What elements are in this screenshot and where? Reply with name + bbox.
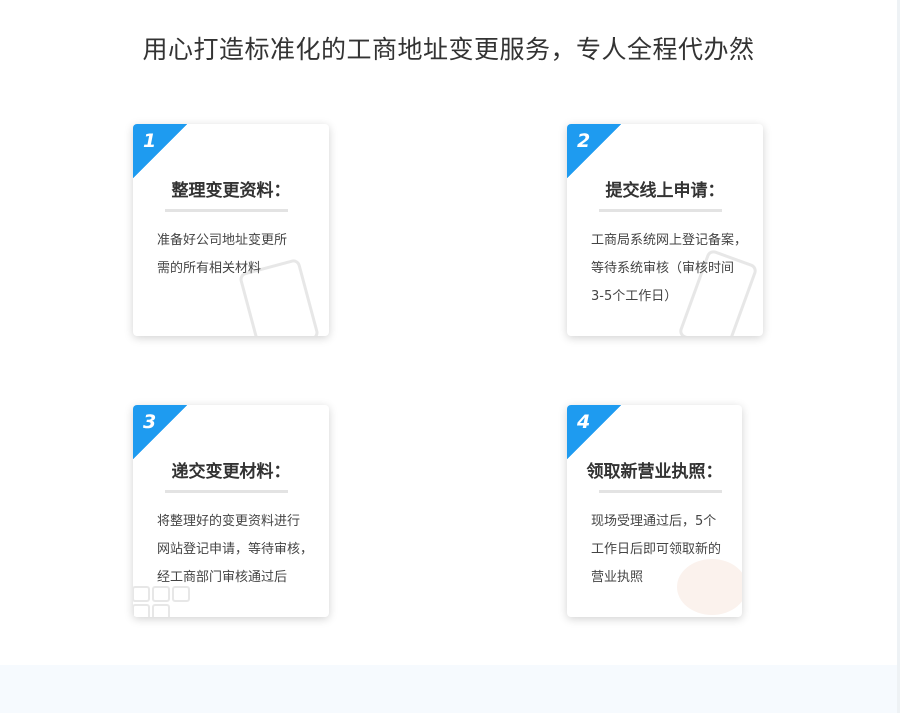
description-line: 需的所有相关材料 xyxy=(157,261,262,276)
title-divider xyxy=(165,209,288,212)
step-corner-badge xyxy=(133,405,187,459)
description-line: 经工商部门审核通过后 xyxy=(157,570,288,585)
step-number: 3 xyxy=(143,411,157,433)
title-divider xyxy=(165,490,288,493)
description-line: 3-5个工作日） xyxy=(591,289,678,304)
description-line: 现场受理通过后，5个 xyxy=(591,514,717,529)
step-corner-badge xyxy=(567,405,621,459)
description-line: 网站登记申请，等待审核， xyxy=(157,542,314,557)
description-line: 工作日后即可领取新的 xyxy=(591,542,722,557)
step-card-4: 4 领取新营业执照： 现场受理通过后，5个 工作日后即可领取新的 营业执照 xyxy=(567,405,742,617)
page-heading: 用心打造标准化的工商地址变更服务，专人全程代办然 xyxy=(142,35,755,64)
step-title: 递交变更材料： xyxy=(171,462,291,482)
step-card-2: 2 提交线上申请： 工商局系统网上登记备案， 等待系统审核（审核时间 3-5个工… xyxy=(567,124,763,336)
step-title: 提交线上申请： xyxy=(605,181,725,201)
step-description: 工商局系统网上登记备案， 等待系统审核（审核时间 3-5个工作日） xyxy=(591,227,749,311)
footer-band xyxy=(0,665,897,713)
step-corner-badge xyxy=(567,124,621,178)
step-card-1: 1 整理变更资料： 准备好公司地址变更所 需的所有相关材料 xyxy=(133,124,329,336)
title-divider xyxy=(599,490,722,493)
scrollbar-track[interactable] xyxy=(897,0,900,713)
step-title: 整理变更资料： xyxy=(171,181,291,201)
description-line: 准备好公司地址变更所 xyxy=(157,233,288,248)
step-number: 4 xyxy=(577,411,591,433)
description-line: 工商局系统网上登记备案， xyxy=(591,233,748,248)
step-number: 1 xyxy=(143,130,157,152)
step-card-3: 3 递交变更材料： 将整理好的变更资料进行 网站登记申请，等待审核， 经工商部门… xyxy=(133,405,329,617)
step-title: 领取新营业执照： xyxy=(586,462,723,482)
step-number: 2 xyxy=(577,130,591,152)
description-line: 营业执照 xyxy=(591,570,644,585)
title-divider xyxy=(599,209,722,212)
description-line: 将整理好的变更资料进行 xyxy=(157,514,301,529)
description-line: 等待系统审核（审核时间 xyxy=(591,261,735,276)
step-description: 准备好公司地址变更所 需的所有相关材料 xyxy=(157,227,315,283)
step-corner-badge xyxy=(133,124,187,178)
step-description: 将整理好的变更资料进行 网站登记申请，等待审核， 经工商部门审核通过后 xyxy=(157,508,315,592)
step-description: 现场受理通过后，5个 工作日后即可领取新的 营业执照 xyxy=(591,508,728,592)
